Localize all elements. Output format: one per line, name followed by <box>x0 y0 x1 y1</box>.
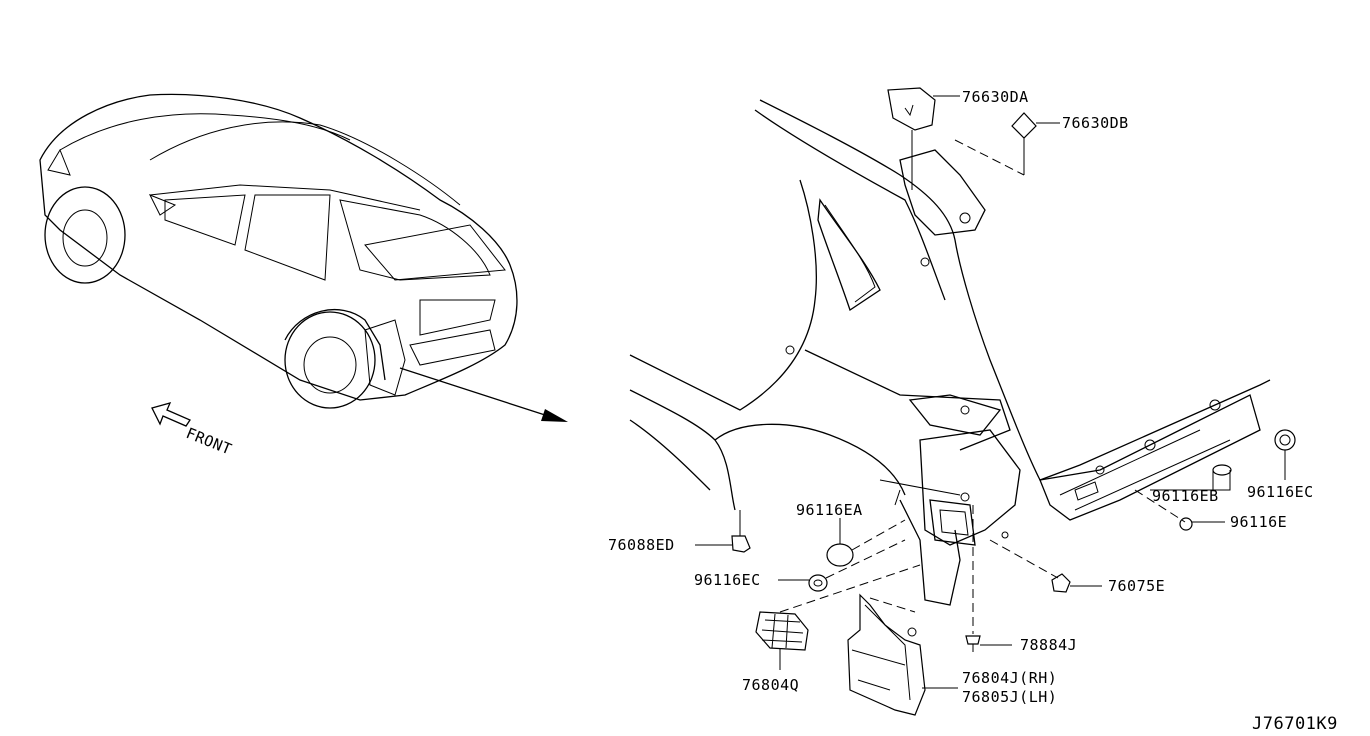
part-96116EA <box>826 518 906 567</box>
part-96116EC-right <box>1274 429 1296 480</box>
callout-76804J: 76804J(RH) <box>962 669 1057 687</box>
callout-76630DB: 76630DB <box>1062 114 1129 132</box>
rear-body-panel <box>629 99 1271 606</box>
part-76075E <box>989 539 1102 593</box>
callout-96116E: 96116E <box>1230 513 1287 531</box>
callout-96116EA: 96116EA <box>796 501 863 519</box>
callout-76075E: 76075E <box>1108 577 1165 595</box>
front-label: FRONT <box>184 424 235 459</box>
callout-76804Q: 76804Q <box>742 676 799 694</box>
part-76088ED <box>695 510 751 553</box>
part-76804J <box>847 593 958 716</box>
callout-76805J: 76805J(LH) <box>962 688 1057 706</box>
part-96116EC-left <box>778 539 906 592</box>
part-76804Q <box>755 564 921 670</box>
callout-76088ED: 76088ED <box>608 536 675 554</box>
part-78884J <box>965 505 1012 652</box>
front-arrow: FRONT <box>151 402 235 459</box>
callout-96116EC-right: 96116EC <box>1247 483 1314 501</box>
part-96116E <box>1134 489 1225 531</box>
reference-code: J76701K9 <box>1252 714 1338 734</box>
part-76630DA <box>887 87 960 190</box>
part-96116EB <box>1150 464 1232 491</box>
callout-96116EC-left: 96116EC <box>694 571 761 589</box>
callout-76630DA: 76630DA <box>962 88 1029 106</box>
callout-78884J: 78884J <box>1020 636 1077 654</box>
vehicle-overview <box>39 93 568 422</box>
part-76630DB <box>954 112 1060 176</box>
callout-96116EB: 96116EB <box>1152 487 1219 505</box>
